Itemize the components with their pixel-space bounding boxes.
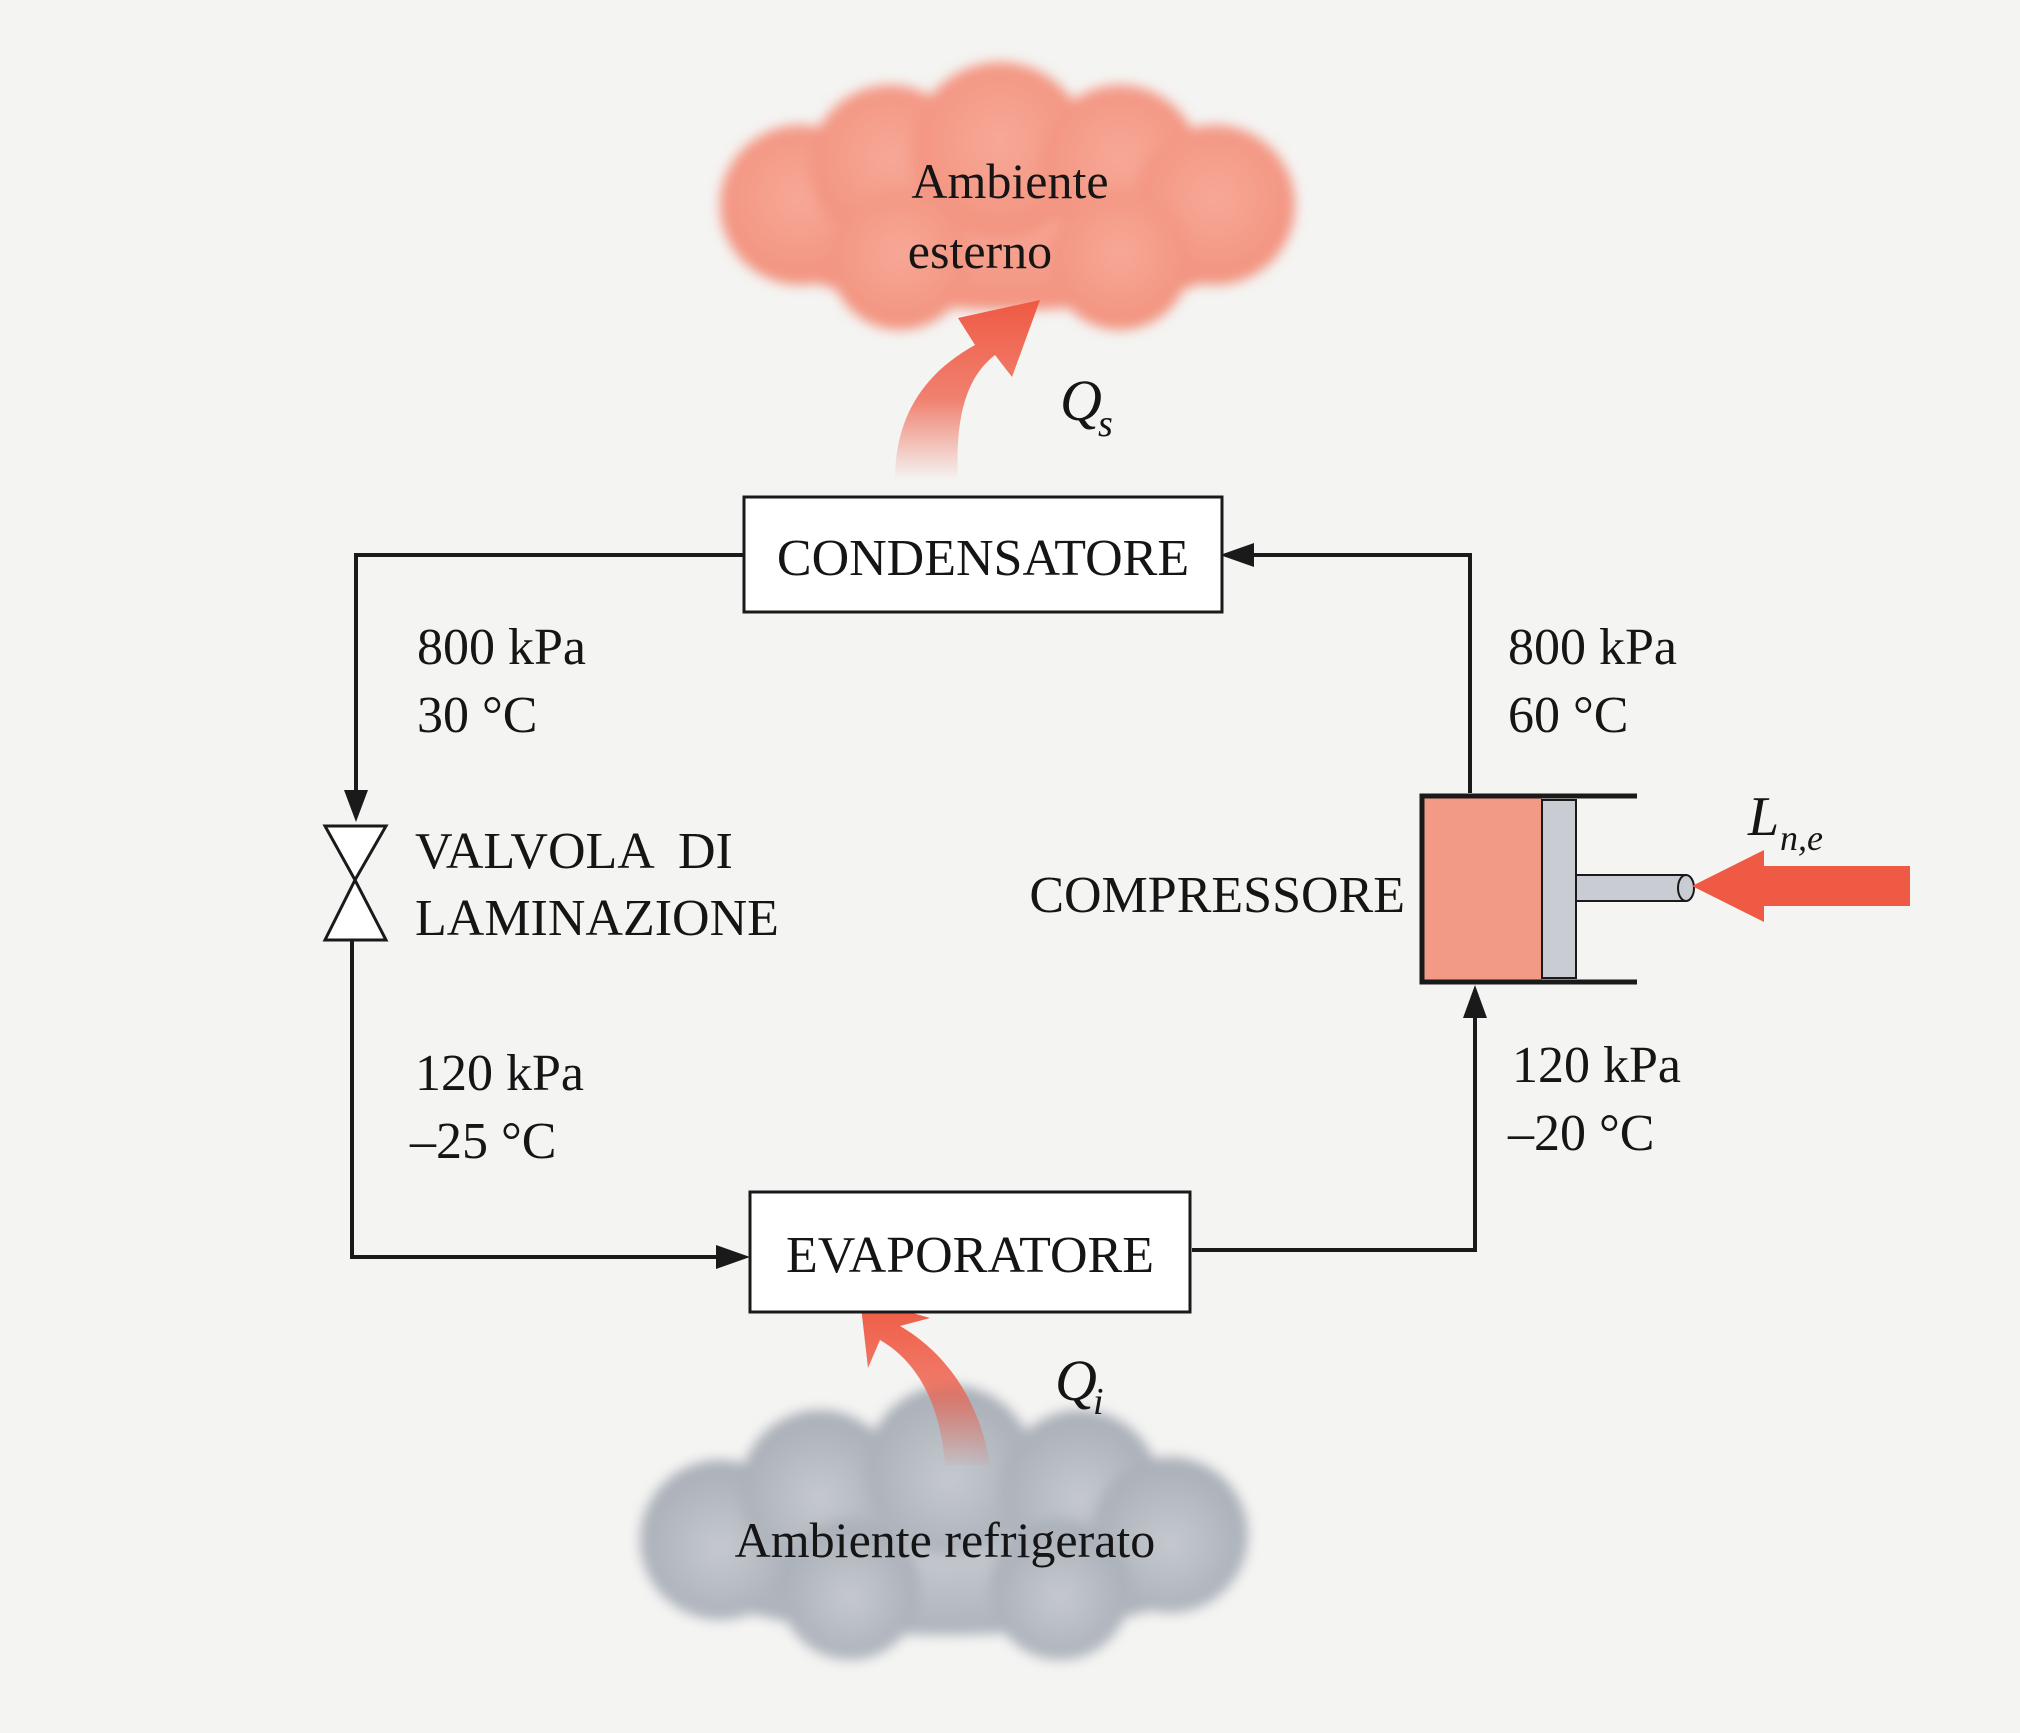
state-valve-outlet: 120 kPa –25 °C bbox=[409, 1045, 584, 1170]
expansion-valve-symbol bbox=[322, 824, 389, 942]
refrigerant-piping bbox=[350, 553, 1477, 1259]
state-compressor-inlet: 120 kPa –20 °C bbox=[1507, 1037, 1681, 1162]
state-compressor-outlet: 800 kPa 60 °C bbox=[1508, 619, 1677, 744]
arrowhead-into-evaporator bbox=[716, 1245, 750, 1269]
heat-rejection-symbol: Q bbox=[1060, 368, 1102, 433]
state-condenser-outlet-pressure: 800 kPa bbox=[417, 619, 586, 676]
pipe-valve-to-evaporator bbox=[350, 940, 735, 1259]
state-condenser-outlet: 800 kPa 30 °C bbox=[417, 619, 586, 744]
compressor-label: COMPRESSORE bbox=[1029, 867, 1405, 924]
external-environment-label-line1: Ambiente bbox=[911, 153, 1108, 209]
compressor-symbol bbox=[1419, 793, 1695, 985]
arrowhead-into-compressor bbox=[1463, 985, 1487, 1018]
flow-arrowheads bbox=[344, 543, 1487, 1269]
refrigerated-environment-cloud: Ambiente refrigerato bbox=[640, 1385, 1248, 1660]
heat-rejection-subscript: s bbox=[1098, 403, 1113, 445]
condenser-label: CONDENSATORE bbox=[777, 530, 1189, 587]
state-compressor-outlet-temperature: 60 °C bbox=[1508, 687, 1628, 744]
arrowhead-into-condenser bbox=[1220, 543, 1254, 567]
condenser-box: CONDENSATORE bbox=[742, 495, 1224, 614]
pipe-compressor-to-condenser bbox=[1225, 553, 1472, 793]
heat-absorption-subscript: i bbox=[1093, 1381, 1104, 1423]
evaporator-label: EVAPORATORE bbox=[786, 1227, 1154, 1284]
work-input-arrow bbox=[1692, 850, 1910, 922]
heat-absorption-arrow bbox=[860, 1298, 990, 1465]
external-environment-label-line2: esterno bbox=[908, 223, 1052, 279]
evaporator-box: EVAPORATORE bbox=[748, 1190, 1192, 1314]
state-condenser-outlet-temperature: 30 °C bbox=[417, 687, 537, 744]
valve-label-line2: LAMINAZIONE bbox=[415, 890, 779, 947]
pipe-evaporator-to-compressor bbox=[1192, 990, 1477, 1252]
refrigerated-environment-label: Ambiente refrigerato bbox=[735, 1512, 1156, 1568]
state-compressor-outlet-pressure: 800 kPa bbox=[1508, 619, 1677, 676]
heat-absorption-symbol: Q bbox=[1055, 1348, 1097, 1413]
state-valve-outlet-temperature: –25 °C bbox=[409, 1113, 556, 1170]
external-environment-cloud: Ambiente esterno bbox=[720, 62, 1295, 330]
heat-rejection-arrow bbox=[895, 300, 1040, 480]
arrowhead-into-valve bbox=[344, 790, 368, 822]
work-input-subscript: n,e bbox=[1780, 818, 1823, 858]
valve-label-line1: VALVOLA DI bbox=[415, 823, 733, 880]
state-compressor-inlet-pressure: 120 kPa bbox=[1512, 1037, 1681, 1094]
work-input-symbol: L bbox=[1747, 786, 1779, 848]
pipe-condenser-to-valve bbox=[354, 553, 744, 815]
state-compressor-inlet-temperature: –20 °C bbox=[1507, 1105, 1654, 1162]
state-valve-outlet-pressure: 120 kPa bbox=[415, 1045, 584, 1102]
